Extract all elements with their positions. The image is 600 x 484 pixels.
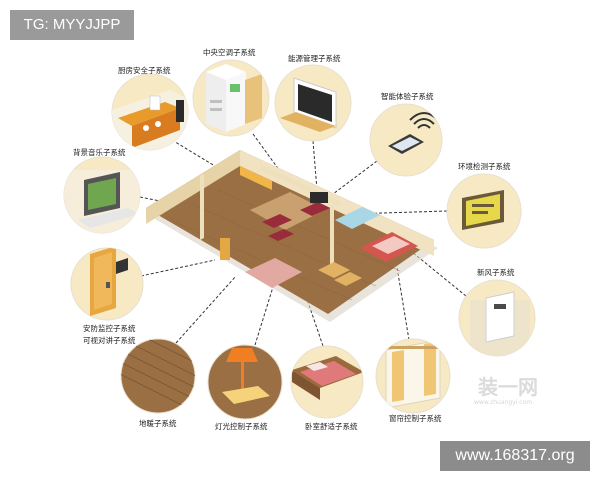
subsystem-labels: 厨房安全子系统 中央空调子系统 能源管理子系统 智能体验子系统 背景音乐子系统 … [73, 47, 515, 431]
site-watermark: 装一网 www.zhuangyi.com [474, 375, 538, 406]
floor-heating-circle [120, 338, 196, 414]
site-url-badge: www.168317.org [440, 441, 590, 471]
energy-management-circle [274, 64, 352, 142]
label-background-music: 背景音乐子系统 [73, 147, 126, 157]
label-security-2: 可视对讲子系统 [83, 335, 136, 345]
label-security-1: 安防监控子系统 [83, 323, 136, 333]
background-music-circle [63, 156, 141, 234]
tg-tag-badge: TG: MYYJJPP [10, 10, 134, 40]
label-bedroom: 卧室舒适子系统 [305, 421, 358, 431]
label-lighting: 灯光控制子系统 [215, 421, 268, 431]
fresh-air-circle [458, 279, 536, 357]
central-ac-circle [192, 59, 270, 137]
kitchen-safety-circle [111, 73, 189, 151]
watermark-text: 装一网 [477, 375, 538, 399]
lighting-control-circle [207, 344, 283, 420]
house-floor-plan [146, 150, 438, 322]
watermark-subtext: www.zhuangyi.com [474, 399, 532, 406]
bedroom-comfort-circle [290, 345, 364, 419]
curtain-control-circle [375, 338, 451, 414]
label-environment: 环境检测子系统 [458, 161, 511, 171]
security-monitoring-circle [70, 247, 144, 321]
label-fresh-air: 新风子系统 [477, 267, 515, 277]
smart-experience-circle [369, 103, 443, 177]
label-kitchen: 厨房安全子系统 [118, 65, 171, 75]
label-curtain: 窗帘控制子系统 [389, 413, 442, 423]
label-central-ac: 中央空调子系统 [203, 47, 256, 57]
label-floor-heating: 地暖子系统 [139, 418, 177, 428]
label-energy: 能源管理子系统 [288, 53, 341, 63]
label-smart-control: 智能体验子系统 [381, 91, 434, 101]
environment-detection-circle [446, 173, 522, 249]
